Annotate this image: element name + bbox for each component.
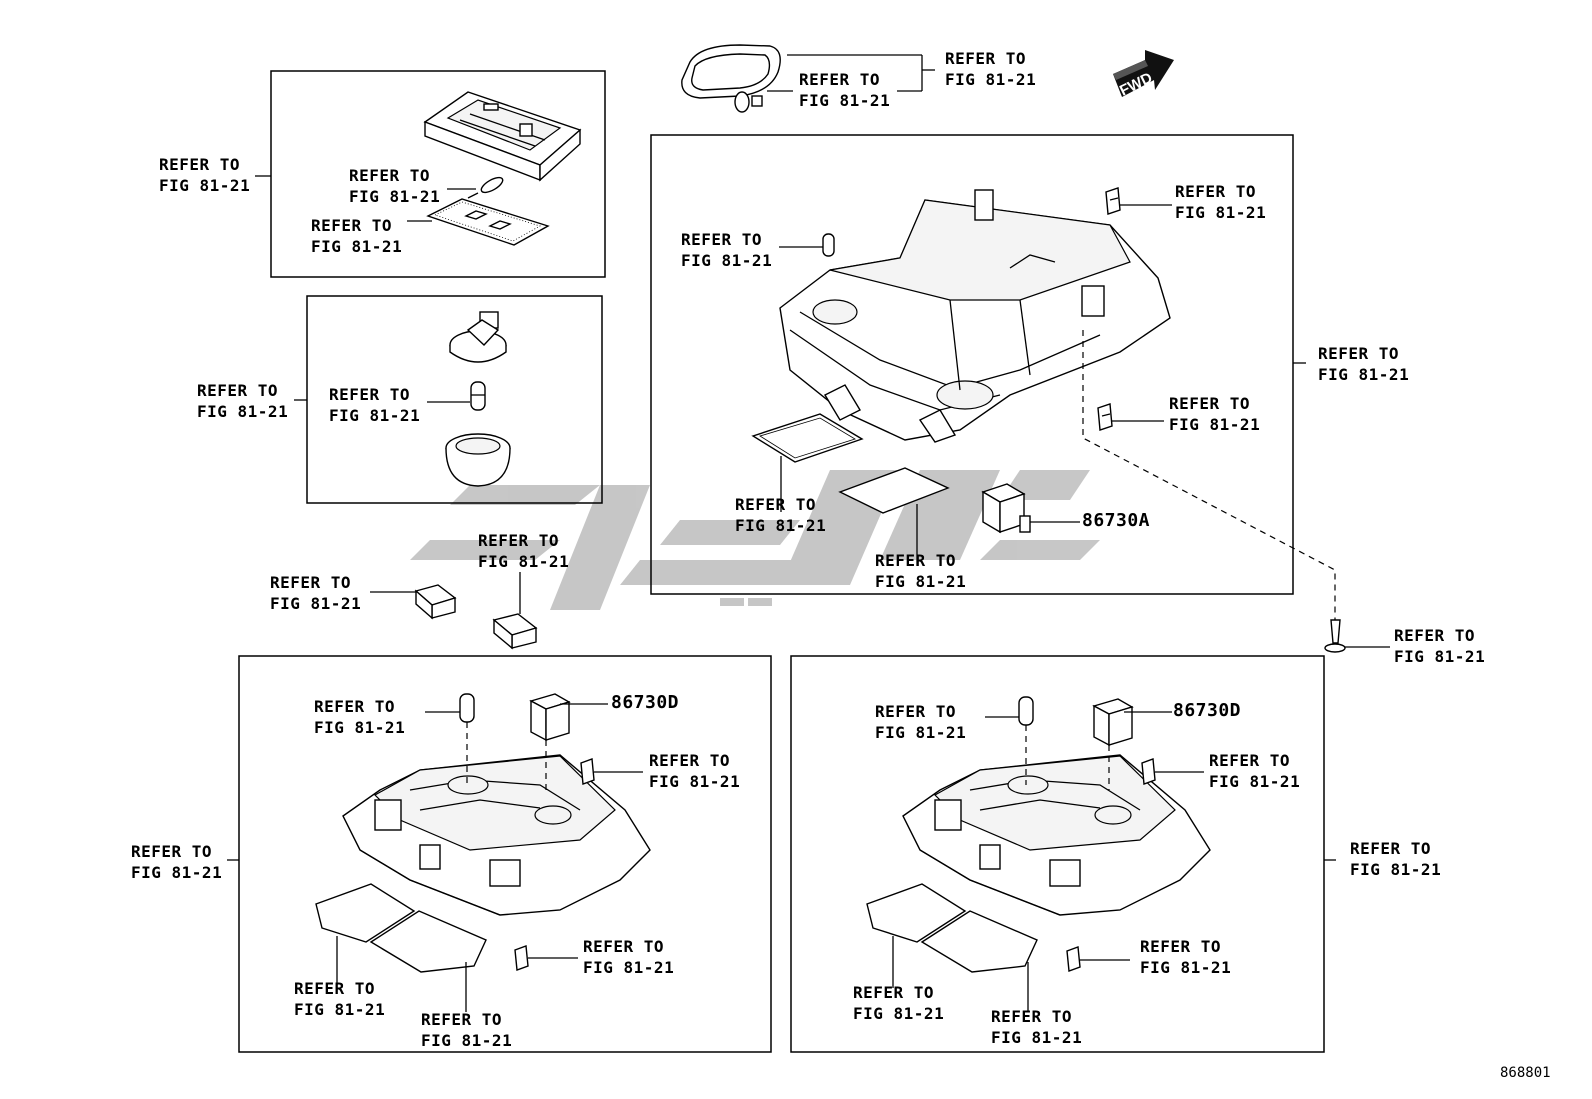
switch-86730a-part xyxy=(981,483,1031,534)
part-number-86730d-left: 86730D xyxy=(611,692,680,713)
left-console-lens-part xyxy=(315,883,487,973)
left-console-clip-lower-part xyxy=(514,945,529,971)
console-bulb-part xyxy=(822,233,835,257)
right-console-clip-part xyxy=(1141,758,1156,785)
map-lamp-bulb-part xyxy=(467,176,504,199)
main-console-group-box xyxy=(650,134,1294,595)
overhead-console-part xyxy=(779,189,1171,443)
connector-part-1 xyxy=(414,584,457,620)
connector-part-2 xyxy=(492,613,538,650)
top-left-group-box xyxy=(270,70,606,278)
map-lamp-housing-part xyxy=(423,91,582,182)
left-console-bulb-part xyxy=(459,693,475,723)
fwd-arrow-icon xyxy=(1113,50,1174,97)
map-lamp-lens-part xyxy=(426,198,550,246)
left-console-clip-part xyxy=(580,758,595,785)
dome-lamp-cover-part xyxy=(445,433,511,487)
mirror-lamp-part xyxy=(681,44,781,113)
bottom-left-group-box xyxy=(238,655,772,1053)
figure-number: 868801 xyxy=(1500,1065,1551,1081)
left-console-part xyxy=(342,754,651,916)
console-lens-left-part xyxy=(751,413,864,463)
console-lens-right-part xyxy=(838,467,950,514)
console-clip-lower-part xyxy=(1097,403,1113,431)
right-console-bulb-part xyxy=(1018,696,1034,726)
bottom-right-group-box xyxy=(790,655,1325,1053)
right-console-clip-lower-part xyxy=(1066,946,1081,972)
screw-clip-part xyxy=(1324,619,1346,653)
watermark-logo xyxy=(410,470,1100,610)
left-switch-86730d-part xyxy=(529,693,571,742)
right-switch-86730d-part xyxy=(1092,698,1134,747)
dome-lamp-bulb-part xyxy=(470,381,486,411)
part-number-86730d-right: 86730D xyxy=(1173,700,1242,721)
right-console-part xyxy=(902,754,1211,916)
console-clip-upper-part xyxy=(1105,187,1121,215)
right-console-lens-part xyxy=(866,883,1038,973)
part-number-86730a: 86730A xyxy=(1082,510,1151,531)
dome-lamp-socket-part xyxy=(449,311,507,363)
